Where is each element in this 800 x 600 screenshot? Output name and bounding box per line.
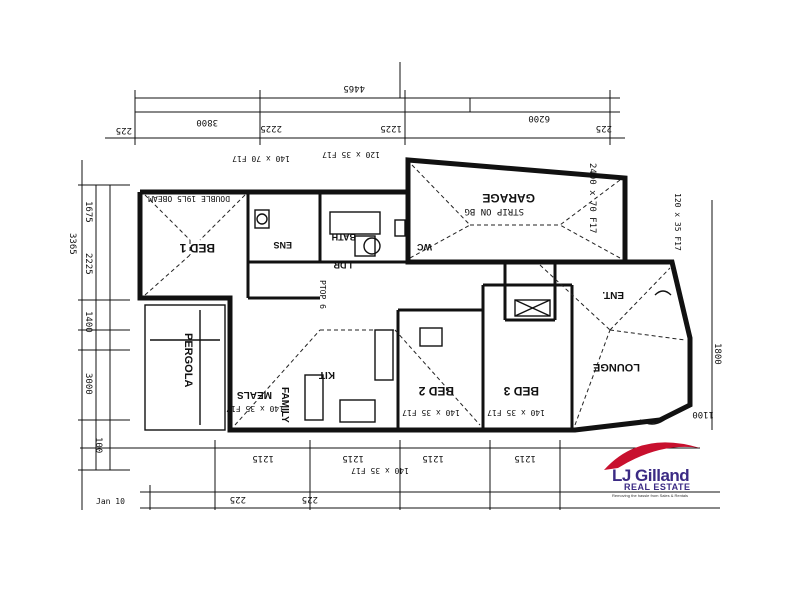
- room-label-wc: WC: [417, 242, 432, 252]
- dim-bottom-3: 1215: [422, 453, 444, 463]
- logo-tagline: Removing the hassle from Sales & Rentals: [612, 493, 689, 498]
- note-kit-beam: 140 x 35 F17: [226, 404, 284, 413]
- fixtures: [254, 209, 672, 425]
- dim-top-5: 1225: [380, 123, 402, 133]
- dim-bottom-lintel: 140 x 35 F17: [351, 466, 409, 475]
- dim-left-2: 2225: [83, 253, 93, 275]
- dim-right-1: 1800: [712, 343, 722, 365]
- dim-top-4: 2225: [260, 123, 282, 133]
- date-label: Jan 10: [96, 497, 125, 506]
- room-label-bed1: BED 1: [179, 241, 215, 255]
- interior-walls: [246, 194, 574, 430]
- dim-bottom-2: 1215: [342, 453, 364, 463]
- dim-bottom-4: 1215: [514, 453, 536, 463]
- note-ent-door: 120 x 35 F17: [673, 193, 682, 251]
- top-dimension-lines: [105, 62, 625, 145]
- note-bed3-lintel: 140 x 35 F17: [487, 408, 545, 417]
- room-label-meals: MEALS: [237, 389, 272, 400]
- note-garage-strip: STRIP ON BG: [464, 206, 524, 216]
- dim-top-1: 4465: [343, 83, 365, 93]
- room-label-family: FAMILY: [279, 387, 290, 423]
- left-dimension-lines: [78, 160, 130, 510]
- dim-bottom-6: 225: [302, 494, 318, 504]
- note-garage-door: 2400 x 70 F17: [587, 163, 597, 233]
- dim-top-7: 225: [116, 125, 132, 135]
- room-label-lounge: LOUNGE: [593, 361, 640, 373]
- roof-hip-lines: [144, 164, 686, 426]
- room-label-kit: KIT: [319, 369, 335, 380]
- dim-top-3: 3800: [196, 117, 218, 127]
- dim-bottom-5: 225: [230, 494, 246, 504]
- logo-subtitle: REAL ESTATE: [624, 482, 691, 492]
- dim-left-6: 100: [93, 437, 103, 453]
- pergola-outline: [144, 304, 226, 431]
- room-label-bath: BATH: [332, 232, 356, 242]
- room-label-garage: GARAGE: [482, 191, 535, 205]
- note-bed1-beam: DOUBLE 19L5 OBEAM: [148, 194, 230, 203]
- room-label-bed2: BED 2: [418, 384, 454, 398]
- dim-left-4: 1400: [83, 311, 93, 333]
- logo-name: LJ Gilland: [612, 466, 690, 485]
- note-garage-lintel: 120 x 35 F17: [322, 150, 380, 159]
- logo-swoosh: [604, 442, 700, 470]
- dim-left-1: 3365: [67, 233, 77, 255]
- room-label-pergola: PERGOLA: [182, 333, 194, 387]
- dim-top-2: 6200: [528, 113, 550, 123]
- note-bed2-lintel: 140 x 35 F17: [402, 408, 460, 417]
- room-label-ens: ENS: [273, 240, 292, 250]
- dim-right-2: 1100: [692, 409, 714, 419]
- room-label-ldr: LDR: [333, 260, 352, 270]
- dim-bottom-1: 1215: [252, 453, 274, 463]
- dim-left-5: 3000: [83, 373, 93, 395]
- note-top-lintels: 140 x 70 F17: [232, 154, 290, 163]
- note-ptop: PTOP 6: [318, 280, 327, 309]
- room-label-ent: ENT.: [602, 289, 624, 300]
- dim-top-6: 225: [596, 123, 612, 133]
- dim-left-3: 1675: [83, 201, 93, 223]
- room-label-bed3: BED 3: [503, 384, 539, 398]
- bottom-dimension-lines: [80, 440, 720, 510]
